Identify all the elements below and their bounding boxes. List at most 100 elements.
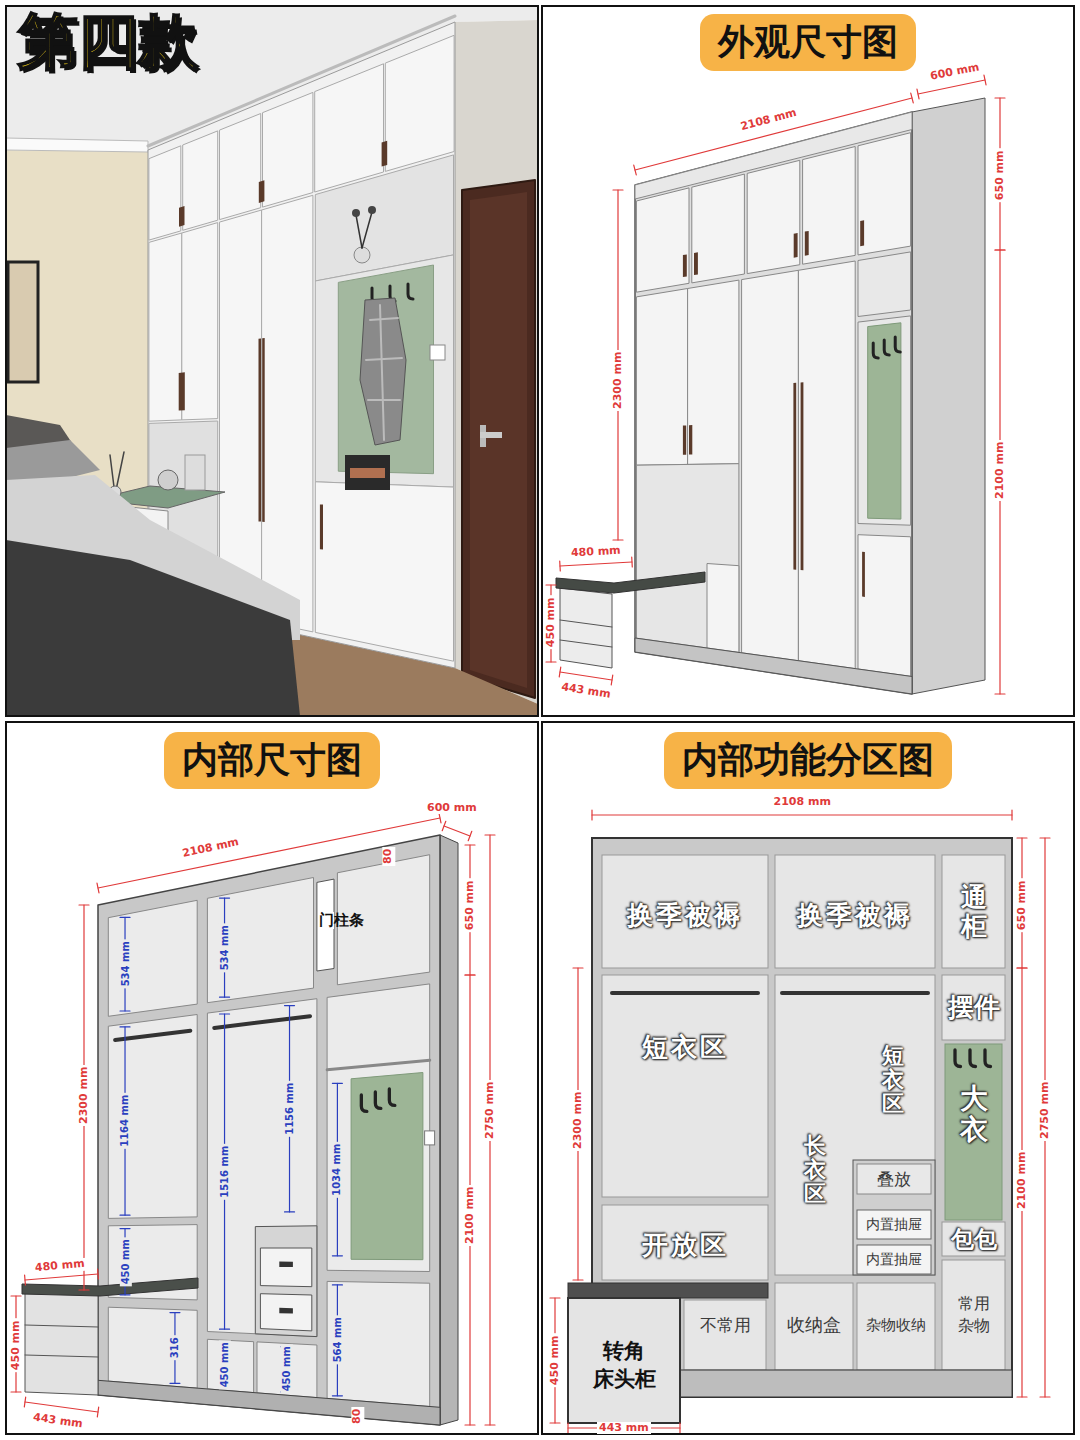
flower: [368, 206, 376, 214]
zone-box: 换季被褥: [602, 880, 768, 950]
drawer-handle: [279, 1262, 293, 1268]
seat-top: [556, 572, 705, 593]
compartment: [775, 855, 935, 968]
title-pill: 内部尺寸图: [164, 732, 380, 789]
panel-ground: [6, 6, 538, 716]
dimension-label: 2300 mm: [612, 349, 625, 410]
node-text: 内部尺寸图: [182, 736, 362, 785]
coat-hook: [389, 1089, 395, 1106]
dimension-label: 600 mm: [927, 60, 982, 83]
dimension-tick: [120, 917, 130, 918]
dimension-label: 2100 mm: [464, 1184, 477, 1245]
dimension-tick: [550, 1422, 560, 1423]
dimension-tick: [24, 1397, 25, 1407]
dimension-tick: [550, 1297, 560, 1298]
dimension-line: [25, 1402, 98, 1412]
compartment: [207, 1339, 253, 1392]
compartment: [602, 1205, 768, 1280]
cabinet-door: [149, 146, 181, 240]
dimension-tick: [97, 1269, 99, 1279]
dimension-tick: [120, 1228, 130, 1229]
compartment: [857, 1164, 931, 1194]
zone-box: 不常用: [684, 1305, 766, 1345]
drawer-front: [260, 1248, 311, 1287]
corner-nightstand: [560, 588, 612, 668]
door-handle: [683, 254, 687, 277]
cabinet-door: [220, 114, 261, 220]
title-pill: 外观尺寸图: [700, 14, 916, 71]
plinth: [98, 1380, 440, 1425]
drawer-front: [260, 1294, 311, 1331]
dimension-label: 534 mm: [219, 923, 231, 972]
dimension-label: 480 mm: [33, 1257, 88, 1274]
dimension-label: 1034 mm: [332, 1141, 344, 1197]
cabinet-door: [149, 233, 182, 421]
node-text: 短衣区: [882, 1044, 904, 1117]
dimension-label: 564 mm: [332, 1316, 344, 1365]
door-handle: [480, 432, 502, 438]
dimension-tick: [559, 667, 561, 677]
dimension-tick: [120, 1026, 130, 1027]
dimension-tick: [546, 584, 556, 585]
compartment: [942, 855, 1005, 968]
books: [185, 455, 205, 490]
node-text: 内置抽屉: [866, 1216, 922, 1234]
dimension-label: 443 mm: [558, 680, 613, 701]
coat-hook: [361, 1095, 367, 1112]
dimension-tick: [97, 883, 99, 893]
cabinet-door: [747, 160, 800, 273]
node-text: 外观尺寸图: [718, 18, 898, 67]
compartment: [602, 975, 768, 1197]
cabinet-door: [263, 92, 313, 207]
cabinet-door: [742, 270, 799, 660]
drawer-unit: [853, 1160, 935, 1275]
dimension-label: 450 mm: [545, 595, 558, 649]
dimension-label: 2100 mm: [1016, 1149, 1029, 1210]
node-text: 换季被褥: [797, 898, 913, 933]
dimension-label: 443 mm: [597, 1422, 651, 1435]
title-pill: 内部功能分区图: [664, 732, 952, 789]
dimension-tick: [567, 1423, 568, 1433]
dimension-tick: [465, 974, 475, 975]
seat-top: [568, 1283, 768, 1298]
cabinet-door: [262, 195, 313, 632]
zone-box: 常用 杂物: [942, 1270, 1005, 1360]
door-handle: [689, 425, 692, 455]
dimension-label: 534 mm: [119, 939, 131, 988]
door-handle: [805, 231, 809, 256]
node-text: 通柜: [961, 883, 987, 940]
cabinet-door: [636, 289, 687, 466]
dimension-label: 80: [351, 1406, 364, 1425]
side-face: [912, 98, 985, 694]
cabinet-door: [315, 482, 453, 661]
coat-hook: [985, 1050, 991, 1067]
crown-moulding: [6, 138, 148, 152]
dimension-tick: [613, 539, 623, 540]
zone-box: 大衣: [946, 1070, 1002, 1160]
zone-box: 收纳盒: [777, 1305, 851, 1345]
dimension-label: 450 mm: [549, 1333, 562, 1387]
green-panel: [945, 1044, 1002, 1220]
dimension-tick: [332, 1395, 342, 1396]
dimension-label: 80: [382, 846, 395, 865]
door-handle: [320, 504, 323, 549]
handbag-strap: [350, 468, 385, 478]
cabinet-door: [220, 210, 262, 621]
green-panel: [351, 1073, 423, 1260]
dimension-label: 480 mm: [569, 544, 623, 559]
picture-frame: [8, 262, 38, 382]
dimension-tick: [11, 1391, 21, 1392]
dimension-tick: [917, 89, 919, 99]
handbag: [345, 455, 390, 490]
drawer-line: [25, 1325, 98, 1327]
cabinet-door: [858, 535, 911, 677]
dimension-tick: [573, 967, 583, 968]
panel-ground: [542, 722, 1074, 1434]
zone-box: 换季被褥: [775, 880, 935, 950]
dimension-tick: [995, 249, 1005, 250]
dimension-tick: [631, 557, 633, 567]
dimension-tick: [1017, 837, 1027, 838]
flower: [352, 209, 360, 217]
dimension-tick: [1017, 967, 1027, 968]
node-text: 常用 杂物: [942, 1293, 1005, 1337]
